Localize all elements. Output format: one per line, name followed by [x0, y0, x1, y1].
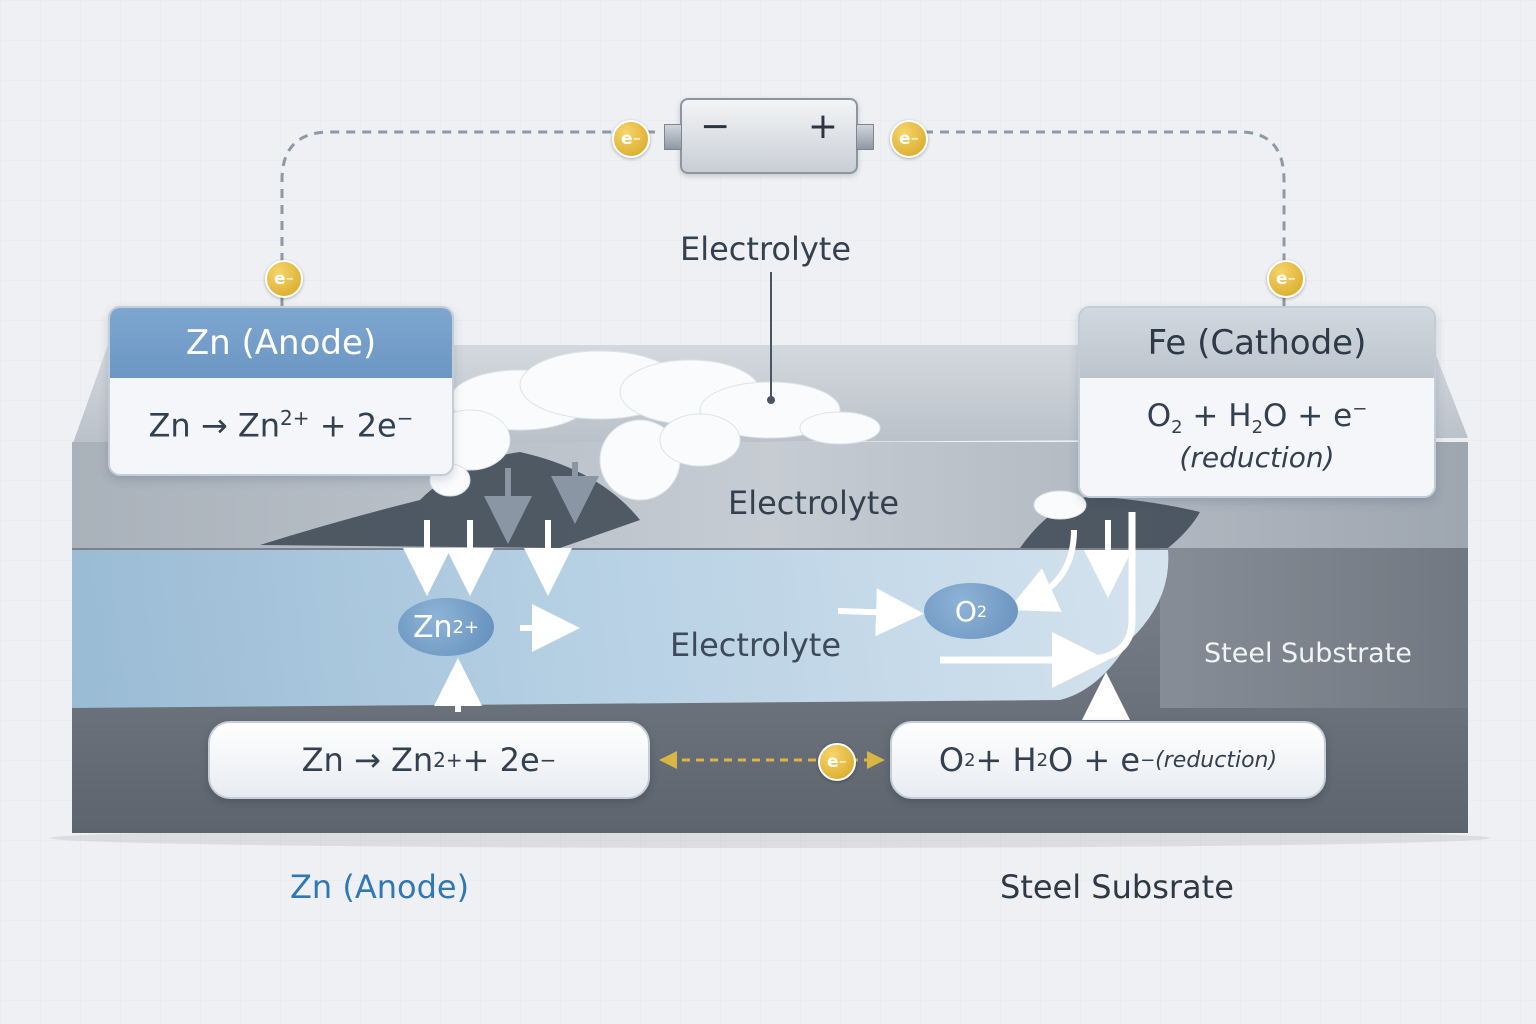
battery-positive-sign: +	[807, 106, 838, 147]
caption-substrate: Steel Subsrate	[1000, 868, 1234, 906]
cathode-box-reaction: O2 + H2O + e− (reduction)	[1146, 398, 1368, 474]
battery-terminal-negative	[664, 124, 682, 150]
electrolyte-channel-label: Electrolyte	[670, 626, 842, 664]
battery-negative-sign: −	[700, 106, 731, 147]
cathode-reduction-note: (reduction)	[1179, 440, 1335, 474]
electron-ball-top-left: e−	[612, 120, 650, 158]
anode-label-box: Zn (Anode) Zn → Zn2+ + 2e−	[108, 306, 454, 476]
cathode-label-box: Fe (Cathode) O2 + H2O + e− (reduction)	[1078, 306, 1436, 498]
electrolyte-leader-dot	[767, 396, 775, 404]
electrolyte-top-label: Electrolyte	[680, 230, 852, 268]
curved-arrow-o2	[1008, 529, 1077, 612]
electrolyte-surface-label: Electrolyte	[728, 484, 900, 522]
caption-anode: Zn (Anode)	[290, 868, 470, 906]
anode-box-reaction: Zn → Zn2+ + 2e−	[148, 405, 414, 445]
steel-right-face	[1160, 548, 1468, 708]
wire-right	[924, 130, 1286, 278]
steel-substrate-side-label: Steel Substrate	[1204, 638, 1412, 669]
battery: − +	[664, 98, 874, 174]
corrosion-product-deposit	[429, 350, 1087, 520]
electron-ball-top-right: e−	[890, 120, 928, 158]
anode-box-title: Zn (Anode)	[110, 308, 452, 378]
electron-ball-anode-wire: e−	[265, 260, 303, 298]
electron-ball-cathode-wire: e−	[1267, 260, 1305, 298]
wire-left	[280, 130, 612, 278]
battery-terminal-positive	[856, 124, 874, 150]
cathode-box-title: Fe (Cathode)	[1080, 308, 1434, 378]
right-arrow-o2	[837, 588, 924, 637]
electron-ball-bottom: e−	[818, 743, 856, 781]
